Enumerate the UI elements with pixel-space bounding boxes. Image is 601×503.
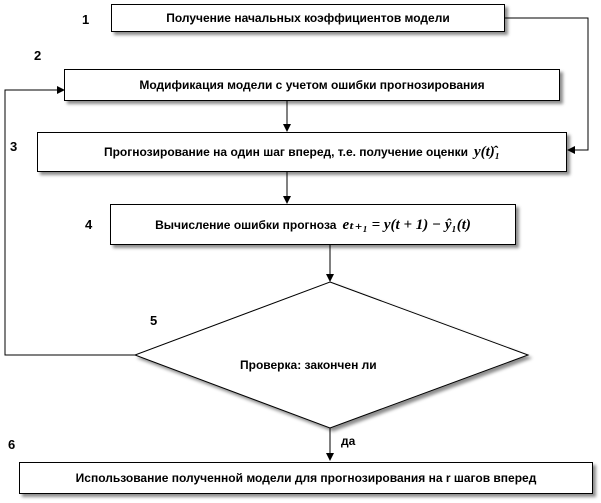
step-number-3: 3 bbox=[10, 139, 18, 154]
step-text-1: Получение начальных коэффициентов модели bbox=[166, 11, 450, 25]
step-text-3: Прогнозирование на один шаг вперед, т.е.… bbox=[103, 145, 468, 159]
step-box-1: Получение начальных коэффициентов модели bbox=[111, 4, 505, 32]
step-formula-4: eₜ₊₁ = y(t + 1) − ŷ₁(t) bbox=[342, 217, 471, 233]
decision-diamond bbox=[133, 281, 530, 429]
arrow-1-to-3 bbox=[505, 17, 589, 154]
step-box-4: Вычисление ошибки прогноза eₜ₊₁ = y(t + … bbox=[110, 204, 516, 245]
arrow-5-to-2-loop bbox=[4, 86, 135, 356]
step-box-6: Использование полученной модели для прог… bbox=[19, 462, 593, 494]
step-box-3: Прогнозирование на один шаг вперед, т.е.… bbox=[37, 132, 567, 172]
step-text-6: Использование полученной модели для прог… bbox=[75, 471, 537, 485]
edge-label-yes: да bbox=[341, 434, 356, 448]
step-box-2: Модификация модели с учетом ошибки прогн… bbox=[64, 69, 560, 101]
step-number-4: 4 bbox=[85, 217, 93, 232]
step-text-2: Модификация модели с учетом ошибки прогн… bbox=[139, 78, 485, 92]
step-number-1: 1 bbox=[82, 12, 90, 27]
step-number-5: 5 bbox=[150, 313, 158, 328]
decision-text: Проверка: закончен ли bbox=[240, 358, 377, 372]
step-formula-3: y(t)̂₁ bbox=[473, 143, 501, 160]
step-number-6: 6 bbox=[8, 437, 16, 452]
step-text-4: Вычисление ошибки прогноза bbox=[155, 217, 337, 232]
step-number-2: 2 bbox=[34, 48, 42, 63]
